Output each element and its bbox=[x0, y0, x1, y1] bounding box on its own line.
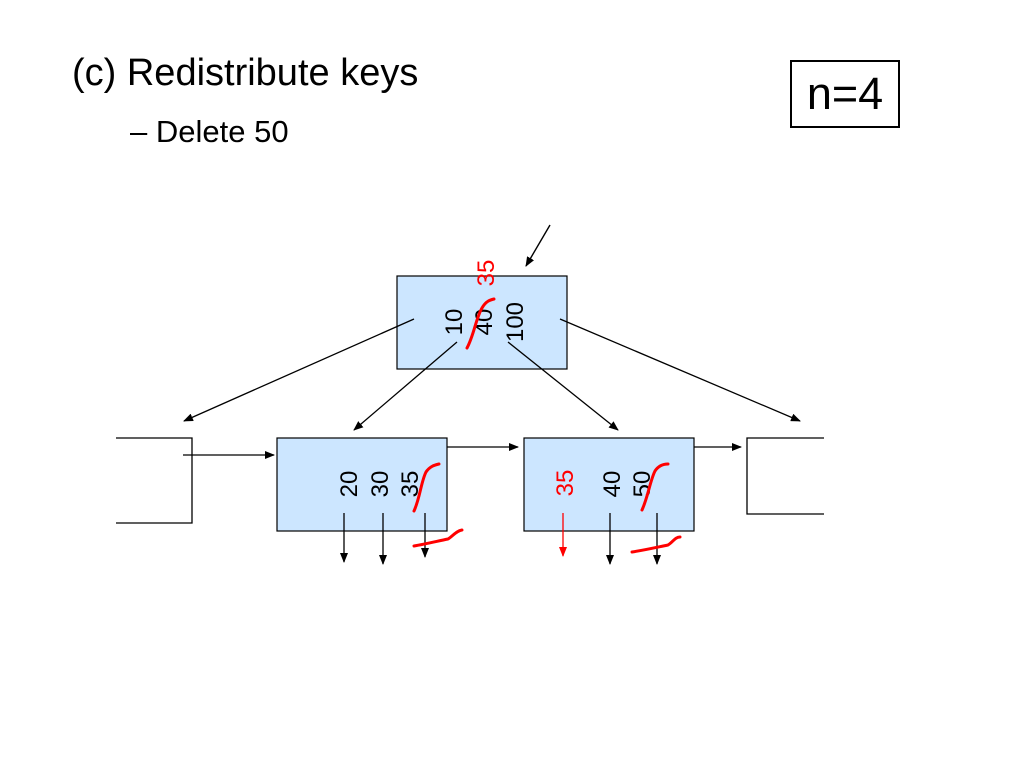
right-leaf-node bbox=[523, 437, 695, 532]
root-replacement-key: 35 bbox=[473, 260, 500, 287]
slide-title: (c) Redistribute keys bbox=[72, 52, 419, 94]
order-badge: n=4 bbox=[790, 60, 900, 128]
far-left-leaf bbox=[116, 437, 193, 524]
right-leaf-key-0: 40 bbox=[599, 471, 626, 498]
root-strike-mark bbox=[465, 297, 496, 350]
root-key-0: 10 bbox=[441, 309, 468, 336]
root-key-2: 100 bbox=[502, 302, 529, 342]
root-pointer-2 bbox=[507, 341, 619, 431]
left-leaf-key-0: 20 bbox=[336, 471, 363, 498]
right-leaf-pointer-strike-mark bbox=[630, 535, 682, 554]
right-leaf-strike-mark bbox=[640, 462, 670, 512]
left-leaf-key-1: 30 bbox=[367, 471, 394, 498]
far-right-leaf bbox=[746, 437, 824, 515]
root-pointer-0 bbox=[183, 318, 415, 422]
slide-subtitle: – Delete 50 bbox=[130, 114, 289, 149]
root-pointer-3 bbox=[559, 318, 801, 422]
root-pointer-1 bbox=[353, 341, 458, 431]
root-incoming-arrow bbox=[525, 224, 551, 267]
left-leaf-node bbox=[276, 437, 448, 532]
right-leaf-inserted-key: 35 bbox=[552, 470, 579, 497]
left-leaf-pointer-strike-mark bbox=[412, 528, 464, 548]
left-leaf-strike-mark bbox=[412, 462, 441, 513]
